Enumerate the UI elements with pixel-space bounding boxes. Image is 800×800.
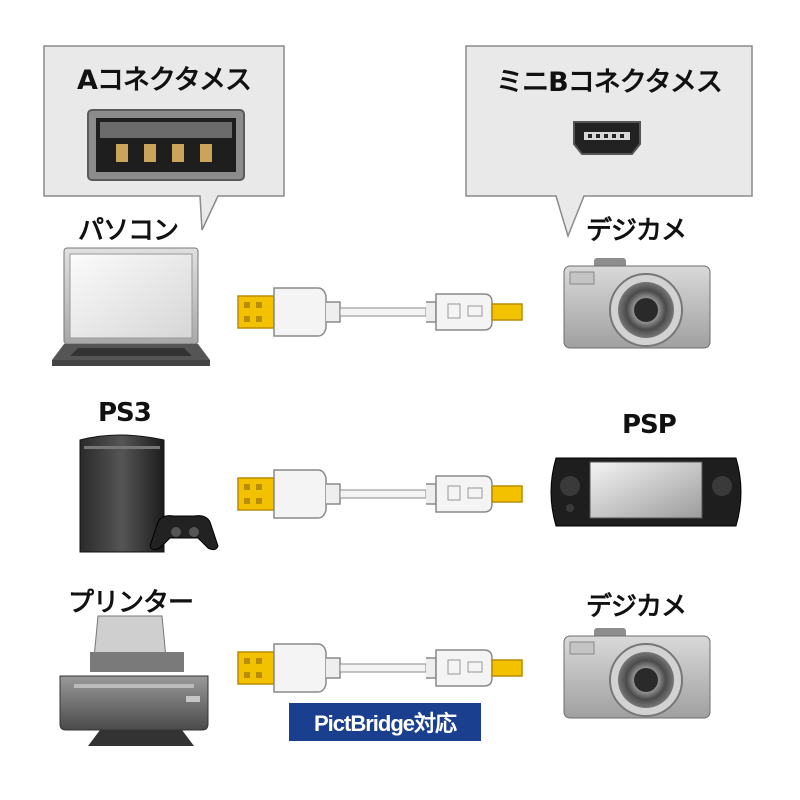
digital-camera-icon [563, 628, 711, 719]
device-label-pc: パソコン [78, 216, 179, 246]
callout-title-mini-b-female: ミニBコネクタメス [496, 67, 723, 98]
callout-title-a-female: Aコネクタメス [76, 65, 252, 96]
printer-icon [59, 615, 209, 746]
digital-camera-icon [563, 258, 711, 349]
laptop-icon [52, 247, 210, 366]
usb-a-to-mini-b-cable-icon [237, 287, 523, 337]
device-label-psp: PSP [622, 410, 677, 440]
device-label-ps3: PS3 [98, 398, 152, 428]
mini-b-connector-callout: ミニBコネクタメス [464, 44, 754, 240]
usb-a-to-mini-b-cable-icon [237, 469, 523, 519]
a-connector-callout: Aコネクタメス [42, 44, 286, 234]
device-label-camera: デジカメ [586, 592, 687, 622]
usb-mini-b-receptacle-icon [573, 121, 641, 155]
pictbridge-badge: PictBridge対応 [289, 703, 481, 741]
usb-a-receptacle-icon [87, 109, 245, 181]
usb-a-to-mini-b-cable-icon [237, 643, 523, 693]
device-label-camera: デジカメ [586, 216, 687, 246]
game-console-icon [79, 434, 219, 553]
handheld-game-console-icon [550, 457, 742, 527]
device-label-printer: プリンター [68, 588, 194, 618]
